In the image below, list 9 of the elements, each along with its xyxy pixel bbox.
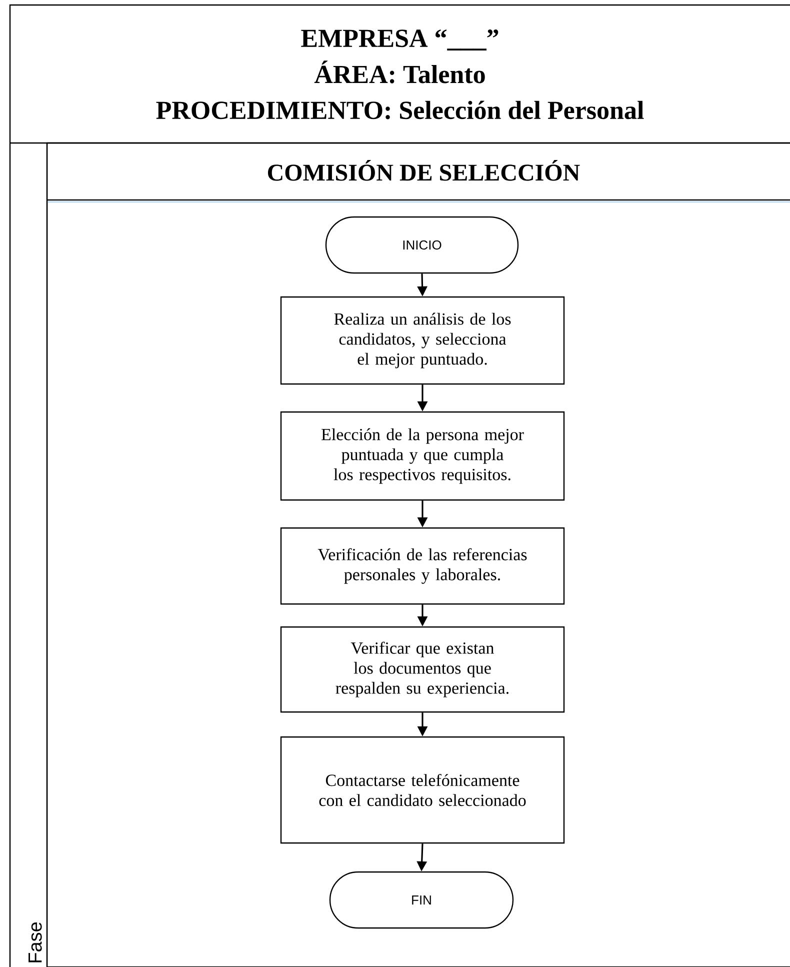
process-box: Realiza un análisis de los candidatos, y selecciona el mejor puntuado. — [280, 296, 565, 385]
process-box: Contactarse telefónicamente con el candidato seleccionado — [280, 736, 565, 844]
title-line: PROCEDIMIENTO: Selección del Personal — [156, 100, 644, 120]
title-line: EMPRESA “___” — [301, 30, 498, 50]
process-box: Verificación de las referencias personales y laborales. — [280, 527, 565, 605]
phase-label: Fase — [28, 922, 42, 962]
title-line: ÁREA: Talento — [314, 60, 485, 84]
process-box: Elección de la persona mejor puntuada y que cumpla los respectivos requisitos. — [280, 411, 565, 501]
process-box: Verificar que existan los documentos que respalden su experiencia. — [280, 626, 565, 713]
